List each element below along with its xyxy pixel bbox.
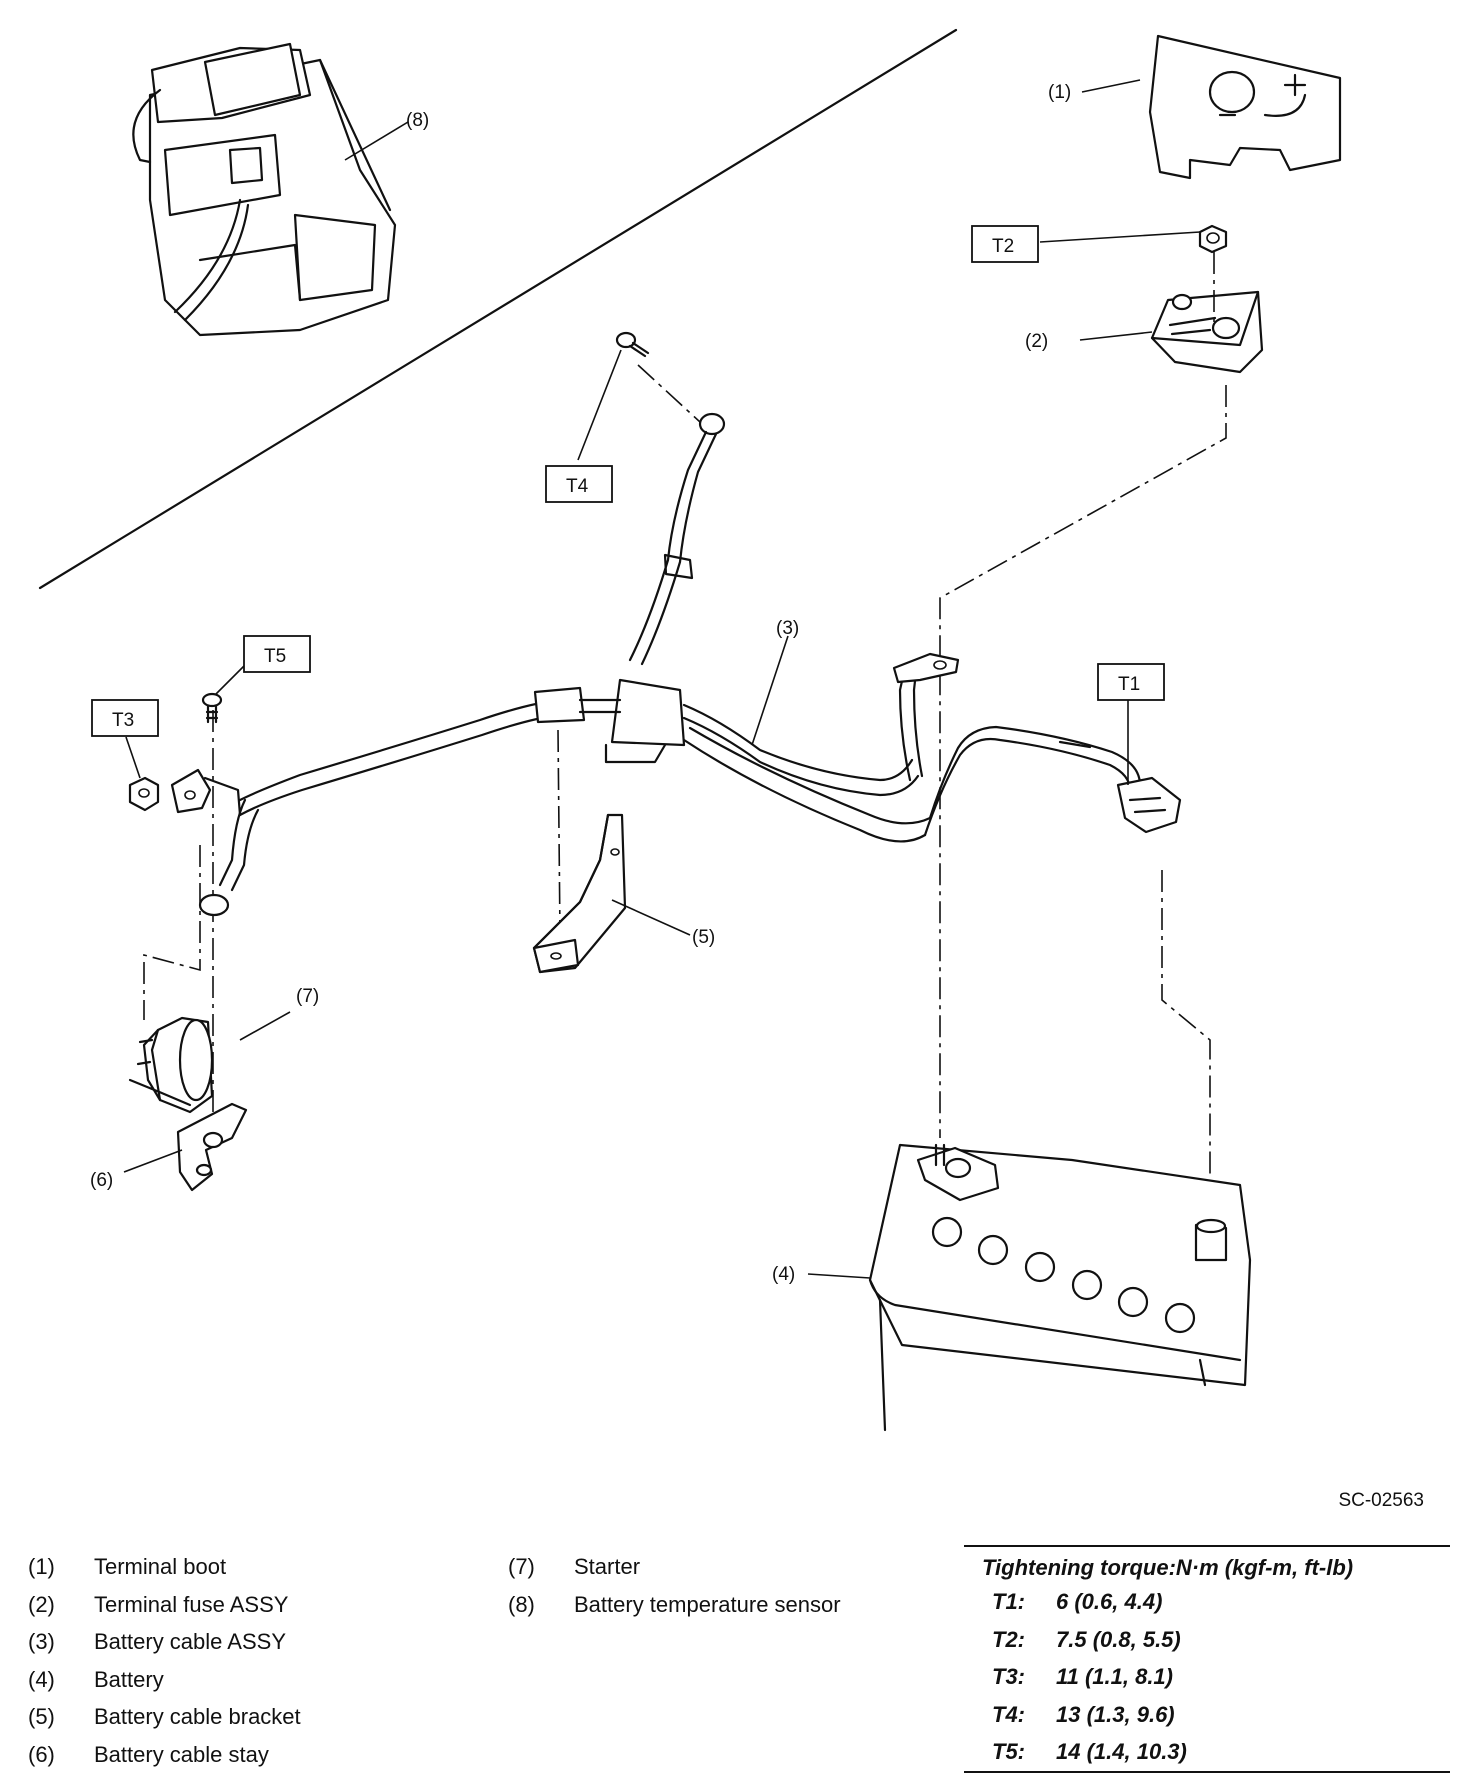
legend-item: (7) Starter [508,1548,841,1586]
legend-item-name: Battery temperature sensor [574,1591,841,1617]
torque-box-t3: T3 [112,710,134,731]
torque-key: T4: [992,1701,1025,1727]
torque-value: 11 (1.1, 8.1) [1056,1664,1173,1689]
legend-item: (8) Battery temperature sensor [508,1586,841,1624]
callout-4: (4) [772,1264,795,1285]
legend-item-name: Starter [574,1554,641,1579]
legend-item-number: (2) [28,1591,55,1617]
torque-value: 6 (0.6, 4.4) [1056,1589,1163,1614]
t4-bolt-drawing [615,331,650,358]
callout-5: (5) [692,927,715,948]
torque-table-title: Tightening torque:N·m (kgf-m, ft-lb) [982,1555,1354,1580]
battery-temperature-sensor-drawing [132,42,397,337]
torque-key: T3: [992,1664,1025,1689]
legend-item-number: (3) [28,1629,55,1654]
torque-row: T3: 11 (1.1, 8.1) [964,1658,1450,1696]
legend-item-name: Terminal fuse ASSY [94,1591,289,1617]
battery-cable-stay-drawing [176,1102,248,1192]
battery-cable-assy-drawing [170,412,1182,917]
legend-left-column: (1) Terminal boot (2) Terminal fuse ASSY (3)… [28,1548,301,1773]
torque-value: 7.5 (0.8, 5.5) [1056,1626,1181,1652]
inset-separator-line [38,28,958,590]
legend-item-name: Terminal boot [94,1554,227,1579]
t5-bolt-drawing [201,692,223,724]
legend-item-number: (1) [28,1554,55,1579]
legend-item-name: Battery cable stay [94,1741,269,1767]
legend-item: (3) Battery cable ASSY [28,1623,301,1661]
torque-row: T5: 14 (1.4, 10.3) [964,1733,1450,1771]
torque-key: T2: [992,1626,1025,1652]
legend-item: (6) Battery cable stay [28,1736,301,1774]
legend-item-number: (4) [28,1666,55,1692]
torque-table-rows: T1: 6 (0.6, 4.4) T2: 7.5 (0.8, 5.5) T3: 11 (1… [964,1583,1450,1771]
torque-row: T1: 6 (0.6, 4.4) [964,1583,1450,1621]
torque-table: Tightening torque:N·m (kgf-m, ft-lb) T1:… [964,1545,1450,1773]
torque-box-t2: T2 [992,236,1014,257]
legend-item: (5) Battery cable bracket [28,1698,301,1736]
legend-item-number: (7) [508,1554,535,1579]
legend-item-number: (6) [28,1741,55,1767]
torque-value: 13 (1.3, 9.6) [1056,1701,1175,1727]
terminal-fuse-assy-drawing [1150,290,1264,374]
callout-6: (6) [90,1170,113,1191]
battery-drawing [868,1143,1252,1432]
torque-box-t4: T4 [566,476,589,497]
torque-row: T4: 13 (1.3, 9.6) [964,1696,1450,1734]
torque-box-t1: T1 [1118,674,1140,695]
torque-key: T5: [992,1739,1025,1764]
legend-item-name: Battery cable ASSY [94,1629,286,1654]
callout-8: (8) [406,110,429,131]
legend-middle-column: (7) Starter (8) Battery temperature sensor [508,1548,841,1623]
callout-1: (1) [1048,82,1071,103]
legend-item-name: Battery cable bracket [94,1704,301,1729]
exploded-view-diagram: (8) (1) T2 (2) T4 [38,28,1342,1432]
legend-item: (4) Battery [28,1661,301,1699]
legend-item-name: Battery [94,1666,164,1692]
torque-box-t5: T5 [264,646,286,667]
torque-row: T2: 7.5 (0.8, 5.5) [964,1621,1450,1659]
legend-item: (2) Terminal fuse ASSY [28,1586,301,1624]
callout-3: (3) [776,618,799,639]
callout-2: (2) [1025,331,1048,352]
torque-value: 14 (1.4, 10.3) [1056,1739,1187,1764]
legend-item: (1) Terminal boot [28,1548,301,1586]
terminal-nut-drawing [1198,224,1228,254]
legend-item-number: (8) [508,1591,535,1617]
starter-drawing [128,1016,214,1114]
battery-cable-bracket-drawing [532,813,627,974]
callout-7: (7) [296,986,319,1007]
torque-key: T1: [992,1589,1025,1614]
figure-code: SC-02563 [1338,1490,1424,1511]
t3-nut-drawing [128,776,160,812]
terminal-boot-drawing [1148,34,1342,180]
legend-item-number: (5) [28,1704,55,1729]
